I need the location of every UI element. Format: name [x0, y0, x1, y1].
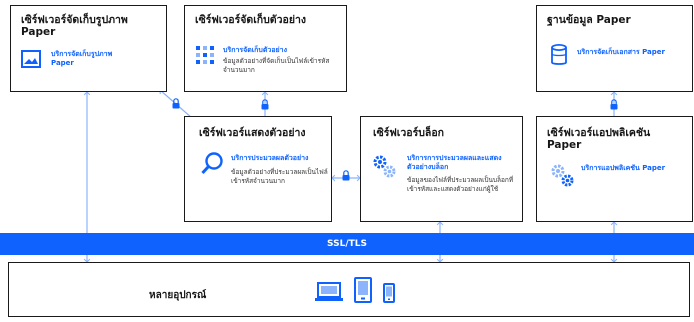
block-server-description: ข้อมูลของไฟล์ที่ประมวลผลเป็นบล็อกที่เข้า…: [407, 176, 514, 193]
database-service: บริการจัดเก็บเอกสาร Paper: [577, 48, 665, 56]
magnifier-icon: [201, 151, 225, 179]
image-storage-service: บริการจัดเก็บรูปภาพ Paper: [51, 50, 113, 67]
app-server-title: เซิร์ฟเวอร์แอปพลิเคชัน Paper: [547, 127, 651, 151]
laptop-icon: [315, 281, 343, 307]
image-storage-title: เซิร์ฟเวอร์จัดเก็บรูปภาพ Paper: [21, 14, 128, 38]
devices-label: หลายอุปกรณ์: [149, 290, 207, 301]
sample-storage-description: ข้อมูลตัวอย่างที่จัดเก็บเป็นไฟล์เข้ารหัส…: [223, 57, 330, 74]
sample-display-server: เซิร์ฟเวอร์แสดงตัวอย่าง บริการประมวลผลตั…: [184, 116, 332, 222]
lock-icon: [172, 98, 180, 109]
app-server: เซิร์ฟเวอร์แอปพลิเคชัน Paper บริการแอปพล…: [536, 116, 693, 222]
lock-icon: [610, 99, 618, 110]
grid-dots-icon: [196, 46, 214, 68]
app-server-service: บริการแอปพลิเคชัน Paper: [581, 164, 666, 172]
phone-icon: [383, 283, 395, 307]
tablet-icon: [354, 277, 372, 307]
sample-display-title: เซิร์ฟเวอร์แสดงตัวอย่าง: [199, 127, 306, 139]
sample-display-service: บริการประมวลผลตัวอย่าง: [231, 154, 309, 162]
image-icon: [21, 50, 41, 72]
database-icon: [551, 44, 567, 70]
image-storage-server: เซิร์ฟเวอร์จัดเก็บรูปภาพ Paper บริการจัด…: [10, 5, 167, 92]
block-server-service: บริการการประมวลผลและแสดงตัวอย่างบล็อก: [407, 154, 502, 171]
block-server: เซิร์ฟเวอร์บล็อก บริการการประมวลผลและแสด…: [360, 116, 523, 222]
ssl-tls-band: SSL/TLS: [0, 233, 694, 255]
block-server-title: เซิร์ฟเวอร์บล็อก: [373, 127, 444, 139]
gears-icon: [371, 153, 397, 183]
sample-storage-service: บริการจัดเก็บตัวอย่าง: [223, 46, 287, 54]
sample-storage-server: เซิร์ฟเวอร์จัดเก็บตัวอย่าง บริการจัดเก็บ…: [184, 5, 347, 92]
lock-icon: [261, 99, 269, 110]
database-title: ฐานข้อมูล Paper: [547, 14, 631, 26]
gears-icon: [549, 162, 575, 192]
devices-box: หลายอุปกรณ์: [8, 262, 690, 317]
sample-storage-title: เซิร์ฟเวอร์จัดเก็บตัวอย่าง: [195, 14, 306, 26]
lock-icon: [342, 170, 350, 181]
sample-display-description: ข้อมูลตัวอย่างที่ประมวลผลเป็นไฟล์เข้ารหั…: [231, 168, 328, 185]
paper-database: ฐานข้อมูล Paper บริการจัดเก็บเอกสาร Pape…: [536, 5, 693, 92]
